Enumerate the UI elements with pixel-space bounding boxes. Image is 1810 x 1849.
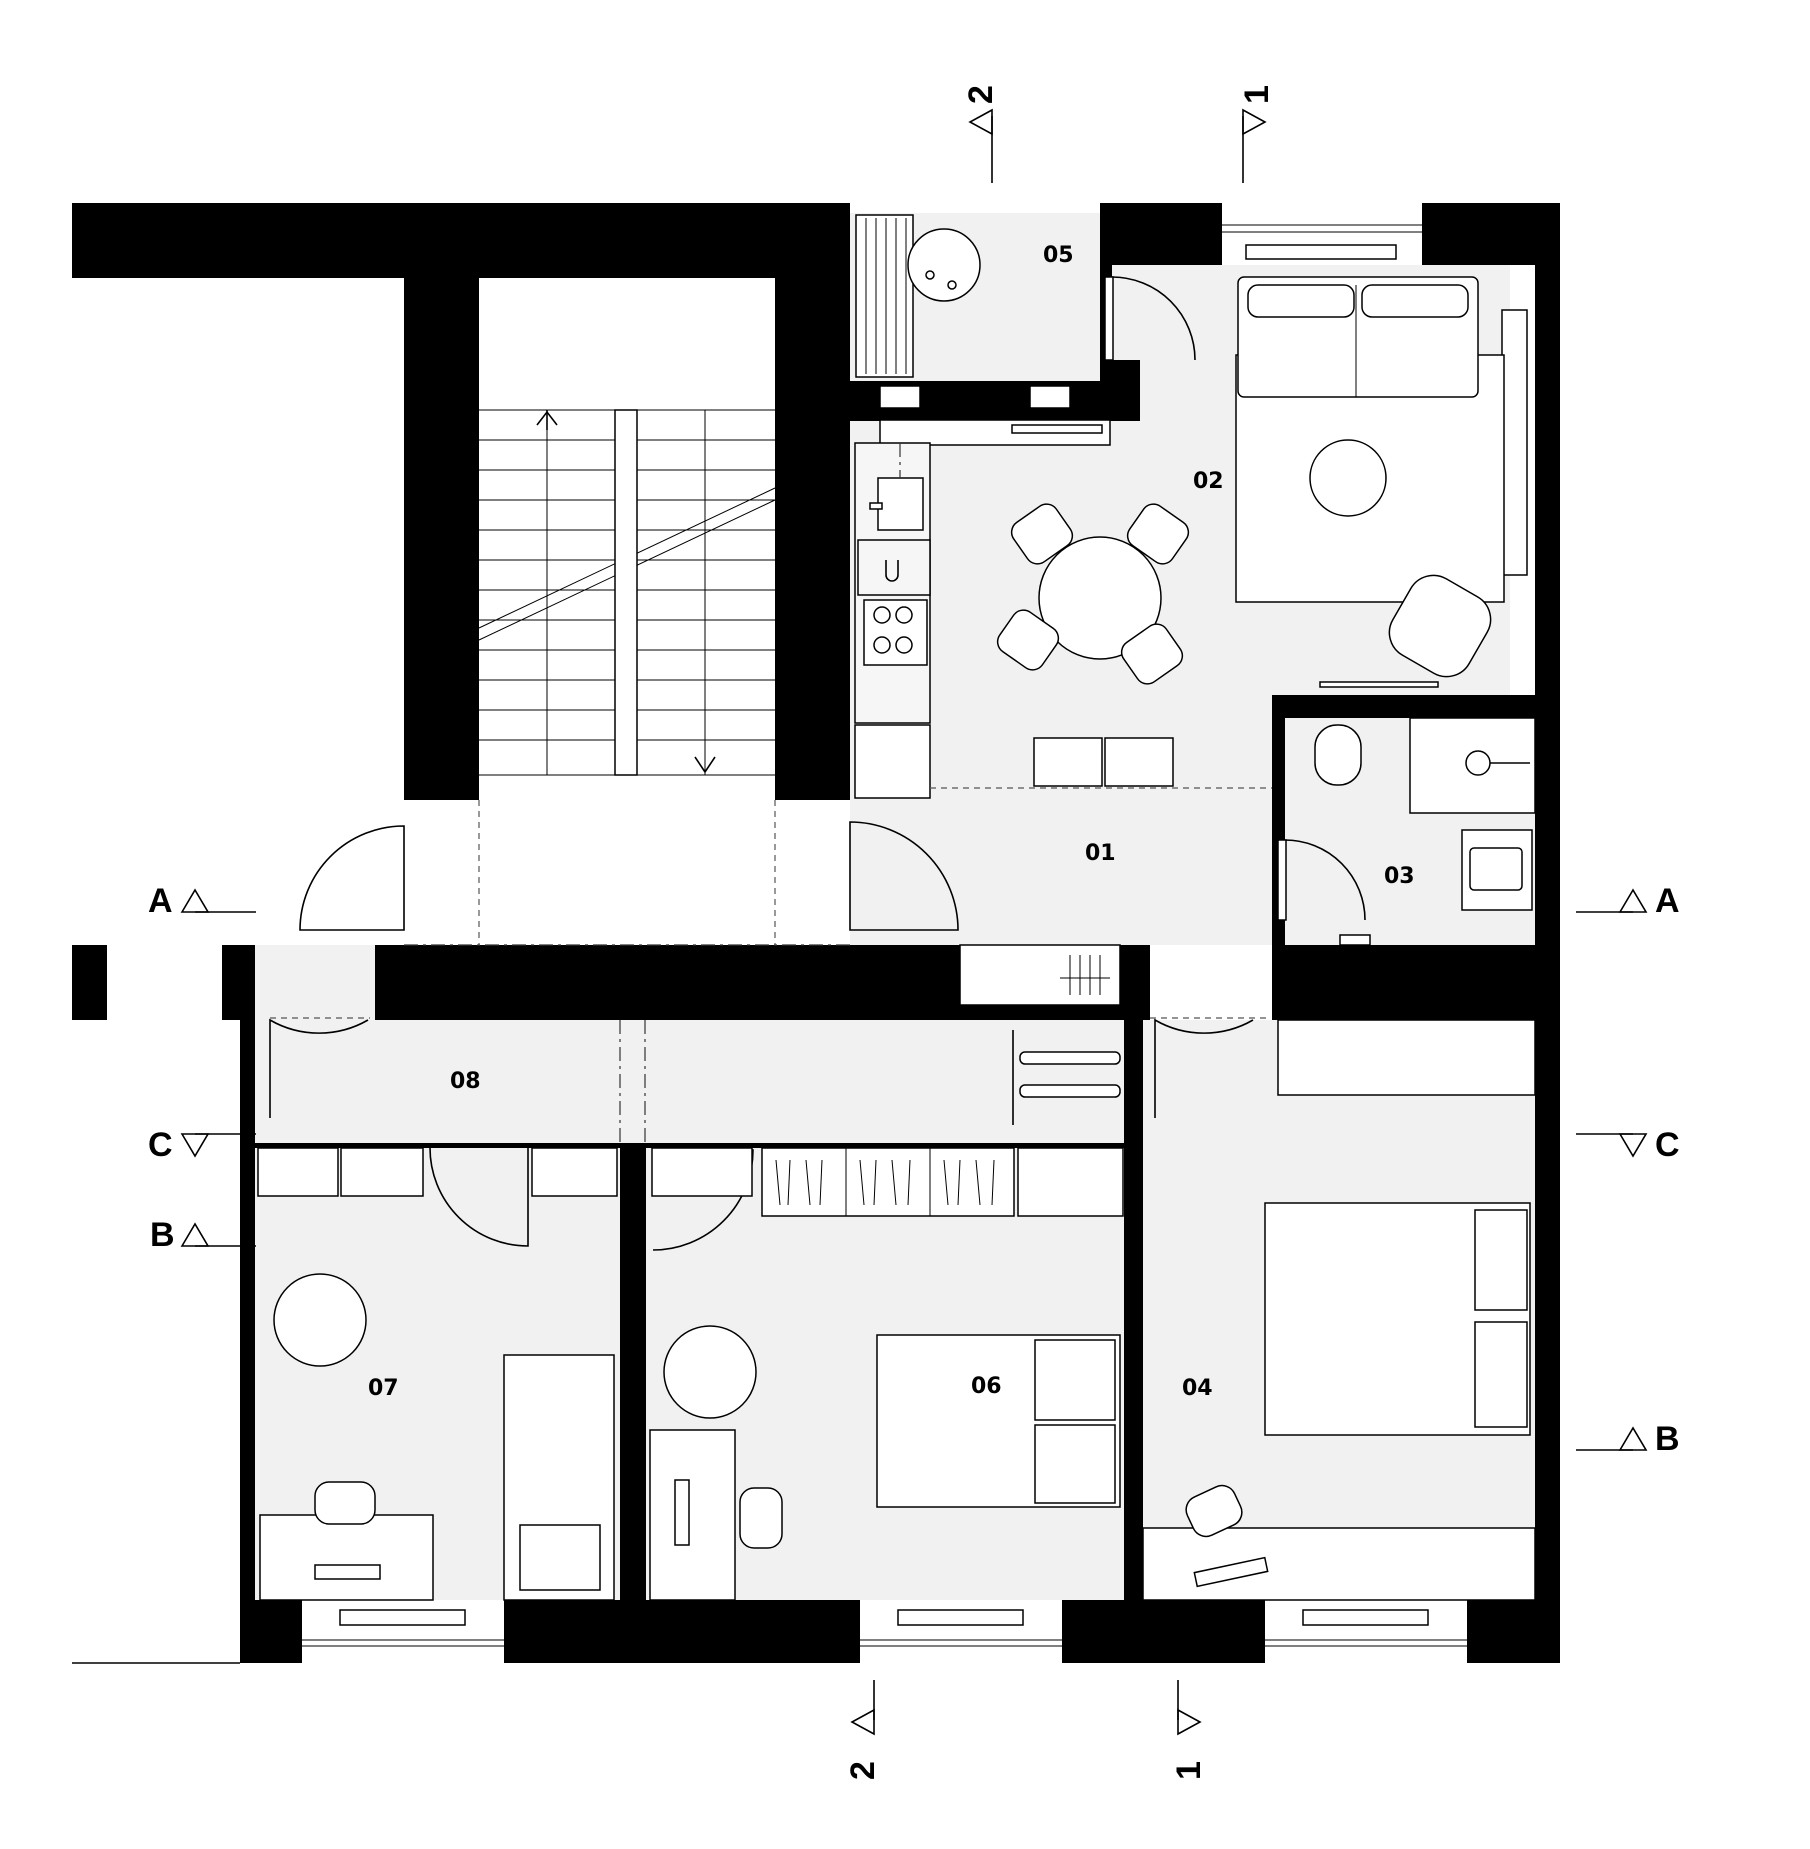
armchair	[1388, 574, 1492, 678]
section-marker-b-right: B	[1655, 1420, 1680, 1458]
room-label-04: 04	[1182, 1376, 1213, 1401]
wall-07-06	[620, 1145, 646, 1600]
wardrobes	[257, 1019, 1536, 1217]
section-marker-1-bottom: 1	[1170, 1761, 1208, 1780]
section-marker-c-left: C	[148, 1126, 173, 1164]
floor-landing	[255, 945, 375, 1020]
door-stair-left	[299, 825, 405, 931]
section-marker-c-right: C	[1655, 1126, 1680, 1164]
room-label-08: 08	[450, 1069, 481, 1094]
floor-room-08	[255, 1020, 1125, 1145]
room-label-06: 06	[971, 1374, 1002, 1399]
wall-stair-left	[404, 278, 479, 803]
corridor-08	[270, 944, 1270, 1143]
dining-set	[996, 503, 1190, 787]
wall-wing-left	[240, 1020, 255, 1663]
door-room-04	[1154, 1018, 1254, 1118]
section-marker-2-top: 2	[962, 85, 1000, 104]
door-room-05	[1111, 276, 1196, 361]
wall-06-04	[1124, 945, 1143, 1600]
bathroom-fixtures	[1314, 717, 1536, 946]
section-markers: A A C C B B 2 1 2 1	[148, 85, 1680, 1780]
room-label-01: 01	[1085, 841, 1116, 866]
desk-04	[1142, 1527, 1536, 1601]
coffee-table	[1309, 439, 1387, 517]
room-07-furniture	[259, 1273, 615, 1601]
wall-stair-right	[775, 278, 850, 803]
doors	[269, 276, 1366, 1251]
section-marker-b-left: B	[150, 1216, 175, 1254]
wall-bath-top	[1272, 695, 1560, 718]
room-label-02: 02	[1193, 469, 1224, 494]
desk-07	[259, 1514, 434, 1601]
wall-top-left	[72, 203, 850, 278]
door-stair-right	[849, 821, 959, 931]
dining-table	[1038, 536, 1162, 660]
living-area	[1235, 276, 1505, 688]
desk-06	[649, 1429, 736, 1601]
room-label-03: 03	[1384, 864, 1415, 889]
wall-left-stub-2	[222, 945, 255, 1020]
room-labels: 01 02 03 04 05 06 07 08	[368, 243, 1415, 1401]
wall-right	[1535, 203, 1560, 1663]
shoe-cabinet	[959, 944, 1121, 1006]
wall-05-corner	[1100, 360, 1140, 421]
radiator-right	[1501, 309, 1528, 576]
wall-08-bottom	[255, 1143, 1125, 1148]
door-room-03	[1284, 839, 1366, 921]
toilet	[1314, 724, 1362, 786]
section-marker-1-top: 1	[1238, 85, 1276, 104]
door-room-08	[269, 1018, 369, 1118]
bicycles	[1012, 1030, 1121, 1125]
section-marker-a-right: A	[1655, 882, 1680, 920]
room-06-furniture	[649, 1325, 1121, 1601]
wall-left-stub	[72, 945, 107, 1020]
staircase	[404, 278, 850, 946]
kitchen	[854, 442, 1272, 799]
armchair-06	[663, 1325, 757, 1419]
section-marker-2-bottom: 2	[844, 1761, 882, 1780]
section-marker-a-left: A	[148, 882, 173, 920]
room-04-furniture	[1142, 1202, 1536, 1601]
openings	[302, 203, 1528, 1663]
room-05-fixtures	[855, 214, 1111, 446]
wall-bath-bottom	[1272, 945, 1560, 1020]
room-label-05: 05	[1043, 243, 1074, 268]
door-room-07	[429, 1147, 529, 1247]
armchair-07	[273, 1273, 367, 1367]
room-label-07: 07	[368, 1376, 399, 1401]
